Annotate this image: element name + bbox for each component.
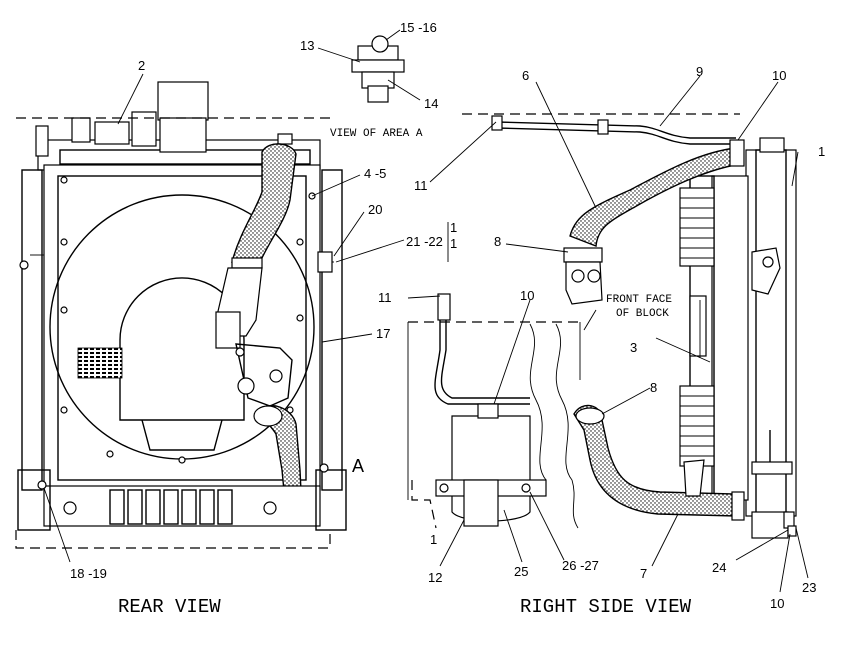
front-face-label-line2: OF BLOCK bbox=[616, 308, 669, 320]
callout-11-mid: 11 bbox=[378, 290, 392, 305]
view-of-area-a-label: VIEW OF AREA A bbox=[330, 128, 423, 140]
callout-13: 13 bbox=[300, 38, 314, 53]
rear-view-drawing bbox=[15, 35, 405, 549]
callout-21-22: 21 -22 bbox=[406, 234, 443, 249]
callout-7: 7 bbox=[640, 566, 647, 581]
callout-12: 12 bbox=[428, 570, 442, 585]
callout-23: 23 bbox=[802, 580, 816, 595]
callout-6: 6 bbox=[522, 68, 529, 83]
callout-25: 25 bbox=[514, 564, 528, 579]
right-side-view-drawing bbox=[407, 113, 797, 539]
callout-2: 2 bbox=[138, 58, 145, 73]
callout-8-lower: 8 bbox=[650, 380, 657, 395]
callout-20: 20 bbox=[368, 202, 382, 217]
rear-view-title: REAR VIEW bbox=[118, 596, 221, 618]
callout-9: 9 bbox=[696, 64, 703, 79]
callout-1-bottom: 1 bbox=[430, 532, 437, 547]
callout-10-bottom: 10 bbox=[770, 596, 784, 611]
callout-10-top: 10 bbox=[772, 68, 786, 83]
callout-1-mid-a: 1 bbox=[450, 220, 457, 235]
callout-24: 24 bbox=[712, 560, 726, 575]
callout-4-5: 4 -5 bbox=[364, 166, 386, 181]
callout-18-19: 18 -19 bbox=[70, 566, 107, 581]
front-face-label-line1: FRONT FACE bbox=[606, 294, 672, 306]
callout-14: 14 bbox=[424, 96, 438, 111]
callout-17: 17 bbox=[376, 326, 390, 341]
callout-8-upper: 8 bbox=[494, 234, 501, 249]
area-a-marker: A bbox=[352, 456, 364, 476]
right-side-view-title: RIGHT SIDE VIEW bbox=[520, 596, 692, 618]
callout-1-mid-b: 1 bbox=[450, 236, 457, 251]
callout-1-right: 1 bbox=[818, 144, 825, 159]
callout-15-16: 15 -16 bbox=[400, 20, 437, 35]
callout-26-27: 26 -27 bbox=[562, 558, 599, 573]
callout-11-top: 11 bbox=[414, 178, 428, 193]
leader-lines bbox=[43, 29, 809, 593]
callout-3: 3 bbox=[630, 340, 637, 355]
callout-10-mid: 10 bbox=[520, 288, 534, 303]
